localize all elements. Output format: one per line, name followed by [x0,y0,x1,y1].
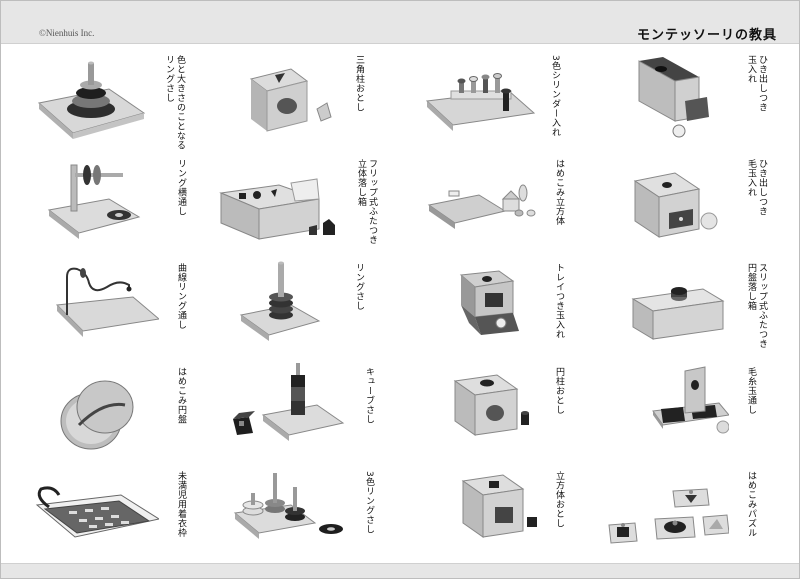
disc-insert-icon [60,380,134,450]
product-item[interactable]: キューブさし [219,363,405,465]
product-item[interactable]: トレイつき玉入れ [409,259,595,361]
three-color-ring-peg-icon [233,473,343,539]
page-title: モンテッソーリの教具 [636,28,777,43]
product-item[interactable]: 三角柱おとし [219,51,405,153]
cylinder-drop-box-icon [453,374,529,436]
horizontal-ring-peg-icon [47,164,141,239]
knob-puzzle-icon [608,488,729,544]
slip-lid-disc-box-icon [631,287,725,340]
shape-insert-tray-icon [427,184,536,229]
product-item[interactable]: リング横通し [29,155,215,257]
product-label: 円柱おとし [554,367,564,415]
product-label: はめこみパズル [746,471,756,538]
product-label: 3色シリンダー入れ [550,55,560,138]
triangle-prism-box-icon [249,68,332,132]
product-item[interactable]: リングさし [219,259,405,361]
product-item[interactable]: 3色シリンダー入れ [409,51,595,153]
product-label: はめこみ立方体 [554,159,564,226]
product-label: ひき出しつき 毛玉入れ [746,159,767,216]
ring-stacker-icon [37,61,146,139]
product-item[interactable]: 円柱おとし [409,363,595,465]
product-label: 曲線リング通し [176,263,186,330]
dressing-frame-icon [35,486,159,538]
product-grid: 色と大きさのことなる リングさし 三角柱おとし [29,51,779,561]
tray-ball-box-icon [459,270,519,335]
product-label: トレイつき玉入れ [554,263,564,339]
product-item[interactable]: 毛糸玉通し [599,363,785,465]
product-label: 毛糸玉通し [746,367,756,415]
product-label: リングさし [354,263,364,311]
product-item[interactable]: はめこみパズル [599,467,785,569]
cube-peg-icon [233,363,345,441]
product-label: 3色リングさし [364,471,374,535]
product-item[interactable]: 未満児用着衣枠 [29,467,215,569]
product-item[interactable]: ひき出しつき 玉入れ [599,51,785,153]
product-label: はめこみ円盤 [176,367,186,424]
cube-drop-box-icon [461,474,537,538]
drawer-ball-box-icon [638,57,709,138]
three-color-cylinder-tray-icon [425,73,536,131]
product-label: 未満児用着衣枠 [176,471,186,538]
product-label: リング横通し [176,159,186,216]
copyright-text: ©Nienhuis Inc. [39,28,95,38]
product-item[interactable]: フリップ式ふたつき 立体落し箱 [219,155,405,257]
product-item[interactable]: 立方体おとし [409,467,595,569]
product-item[interactable]: ひき出しつき 毛玉入れ [599,155,785,257]
page-footer [1,563,799,578]
flip-lid-shape-box-icon [219,178,335,240]
product-item[interactable]: はめこみ円盤 [29,363,215,465]
product-label: ひき出しつき 玉入れ [746,55,767,112]
product-label: スリップ式ふたつき 円盤落し箱 [746,263,767,349]
product-label: 三角柱おとし [354,55,364,112]
drawer-pompom-box-icon [633,172,718,238]
product-item[interactable]: はめこみ立方体 [409,155,595,257]
product-item[interactable]: 曲線リング通し [29,259,215,361]
product-item[interactable]: 色と大きさのことなる リングさし [29,51,215,153]
page-header: ©Nienhuis Inc. モンテッソーリの教具 [1,1,799,44]
yarn-ball-slot-icon [652,366,729,434]
product-item[interactable]: スリップ式ふたつき 円盤落し箱 [599,259,785,361]
product-label: 立方体おとし [554,471,564,528]
curved-wire-ring-icon [55,267,159,337]
product-label: 色と大きさのことなる リングさし [164,55,185,150]
single-peg-ring-icon [239,261,321,341]
product-label: フリップ式ふたつき 立体落し箱 [356,159,377,245]
product-label: キューブさし [364,367,374,424]
product-item[interactable]: 3色リングさし [219,467,405,569]
